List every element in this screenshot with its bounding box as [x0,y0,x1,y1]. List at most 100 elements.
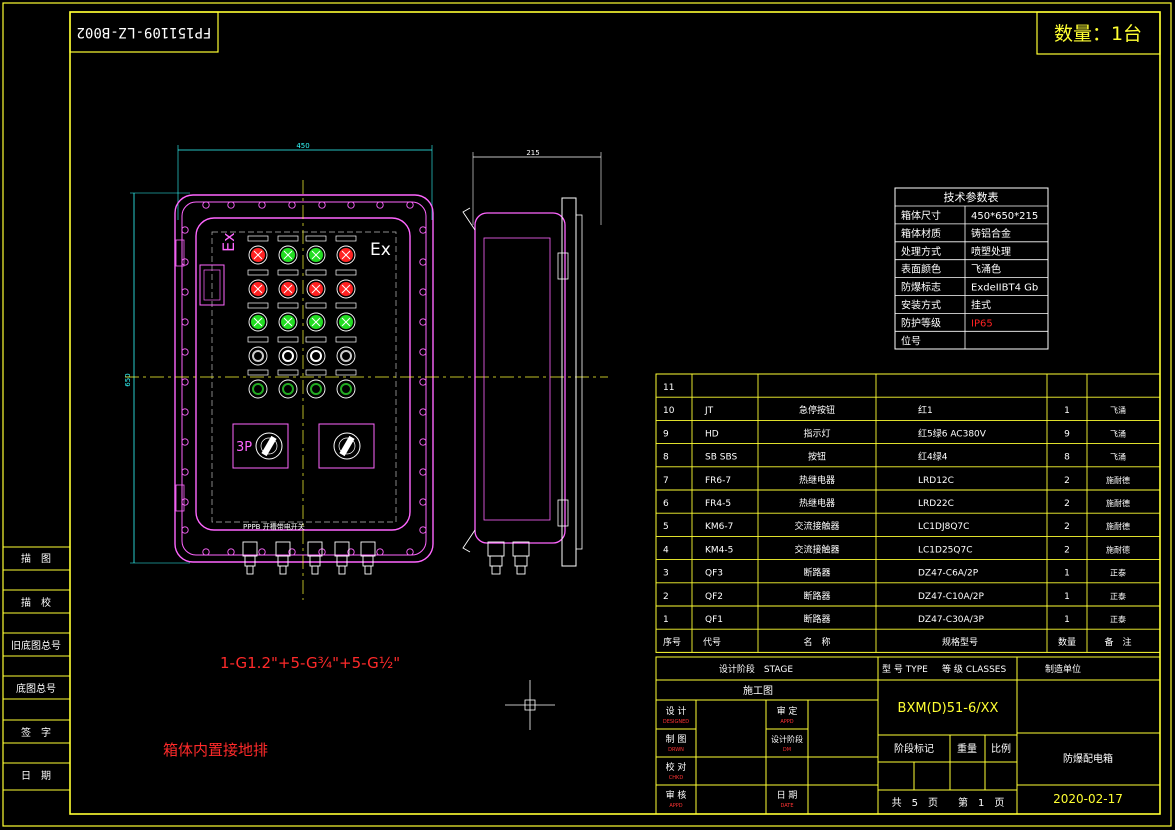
tb-designed: 设 计 [666,705,687,717]
bom-cell-note: 施耐德 [1106,544,1130,554]
bom-cell-note: 飞涌 [1110,452,1126,462]
bom-cell-no: 6 [663,499,669,509]
bom-cell-qty: 9 [1064,429,1070,439]
tb-drawn-en: DRWN [668,747,684,753]
tech-param-value: 飞涌色 [971,263,1001,276]
tech-param-value: ExdeIIBT4 Gb [971,283,1038,294]
bom-cell-note: 正泰 [1110,614,1126,624]
bom-header: 代号 [703,637,721,648]
tb-drawn: 制 图 [666,733,687,745]
bom-cell-no: 3 [663,569,669,579]
bom-cell-qty: 2 [1064,476,1070,486]
left-col-1: 描 校 [21,596,51,609]
bom-cell-code: SB SBS [705,453,737,463]
bom-cell-name: 断路器 [803,567,830,579]
bom-cell-name: 断路器 [803,590,830,602]
tb-stage: 设计阶段 STAGE [719,663,793,675]
bom-cell-note: 施耐德 [1106,498,1130,508]
bom-cell-code: FR4-5 [705,499,731,509]
bom-cell-no: 10 [663,406,675,416]
bom-cell-spec: DZ47-C30A/3P [918,615,984,625]
tb-stage-mark: 阶段标记 [894,742,934,755]
tb-design-stage: 设计阶段 [771,734,803,744]
bom-cell-name: 交流接触器 [794,543,839,555]
bom-cell-spec: LRD22C [918,499,954,509]
tech-param-value: 450*650*215 [971,211,1038,222]
bom-cell-qty: 2 [1064,499,1070,509]
bom-header: 备 注 [1104,636,1131,648]
cursor-crosshair [505,680,555,730]
bom-cell-no: 1 [663,615,669,625]
tb-date: 日 期 [777,790,798,801]
front-view: 450 650 Ex Ex 3P [124,142,608,600]
bom-cell-qty: 1 [1064,569,1070,579]
tb-product: 防爆配电箱 [1063,752,1113,765]
left-col-0: 描 图 [21,552,51,565]
tech-param-label: 防护等级 [901,316,941,329]
bom-cell-spec: LC1D25Q7C [918,545,973,555]
tb-checked: 校 对 [666,761,687,773]
cable-glands-front [242,541,376,575]
bom-cell-note: 施耐德 [1106,475,1130,485]
bom-header: 数量 [1058,636,1076,648]
bom-cell-qty: 1 [1064,615,1070,625]
bom-cell-spec: 红1 [918,404,933,416]
flange-bolts [181,201,427,556]
title-block: 设计阶段 STAGE 型 号 TYPE 等 级 CLASSES 制造单位 施工图… [655,656,1161,815]
bom-cell-qty: 1 [1064,406,1070,416]
tech-param-value: IP65 [971,318,993,329]
tb-classes: 等 级 CLASSES [942,663,1006,675]
bom-cell-note: 正泰 [1110,591,1126,601]
left-col-2: 旧底图总号 [11,639,61,652]
bom-cell-code: KM6-7 [705,522,733,532]
bom-cell-qty: 1 [1064,592,1070,602]
tech-param-label: 位号 [901,334,921,347]
bom-cell-note: 飞涌 [1110,405,1126,415]
bom-cell-code: QF1 [705,615,723,625]
dim-side-width: 215 [526,149,539,157]
bom-cell-no: 4 [663,545,669,555]
tech-param-value: 铸铝合金 [971,227,1011,240]
mirrored-code-text: FP151109-LZ-B002 [77,24,212,40]
tb-date-value: 2020-02-17 [1053,792,1123,806]
inner-frame [69,11,1161,815]
bom-cell-name: 指示灯 [803,427,830,439]
bom-cell-note: 飞涌 [1110,428,1126,438]
bom-cell-qty: 2 [1064,545,1070,555]
switch-3p-label: 3P [236,440,252,455]
tech-param-label: 防爆标志 [901,281,941,294]
bom-header: 规格型号 [942,636,978,648]
ground-note: 箱体内置接地排 [163,741,268,759]
bom-cell-no: 9 [663,429,669,439]
bom-cell-code: HD [705,429,719,439]
bom-cell-name: 断路器 [803,613,830,625]
tech-param-label: 安装方式 [901,299,941,312]
tb-approved-en: APPD [669,803,682,809]
tb-checked-by: 审 定 [777,705,798,717]
tb-checked-en: CHKD [669,775,684,781]
tech-param-label: 处理方式 [901,245,941,258]
tb-maker: 制造单位 [1045,663,1081,675]
bom-cell-code: KM4-5 [705,545,733,555]
tech-param-value: 挂式 [971,299,991,312]
tb-weight: 重量 [957,742,977,755]
bom-cell-name: 热继电器 [799,474,835,486]
mirrored-code-box: FP151109-LZ-B002 [69,11,219,53]
side-view: 215 [462,149,602,575]
tb-scale: 比例 [991,742,1011,755]
bom-cell-no: 8 [663,453,669,463]
left-col-3: 底图总号 [16,682,56,695]
tb-model: BXM(D)51-6/XX [898,701,999,716]
tb-sheets: 共 5 页 第 1 页 [892,796,1005,809]
bom-cell-name: 交流接触器 [794,520,839,532]
bom-cell-qty: 8 [1064,453,1070,463]
bom-cell-qty: 2 [1064,522,1070,532]
tech-param-label: 箱体材质 [901,227,941,240]
bom-cell-spec: DZ47-C6A/2P [918,569,979,579]
bottom-strip-label: PPPB 开槽带电开关 [243,522,305,531]
tb-date-en: DATE [780,803,793,809]
quantity-label: 数量：1台 [1054,23,1142,45]
